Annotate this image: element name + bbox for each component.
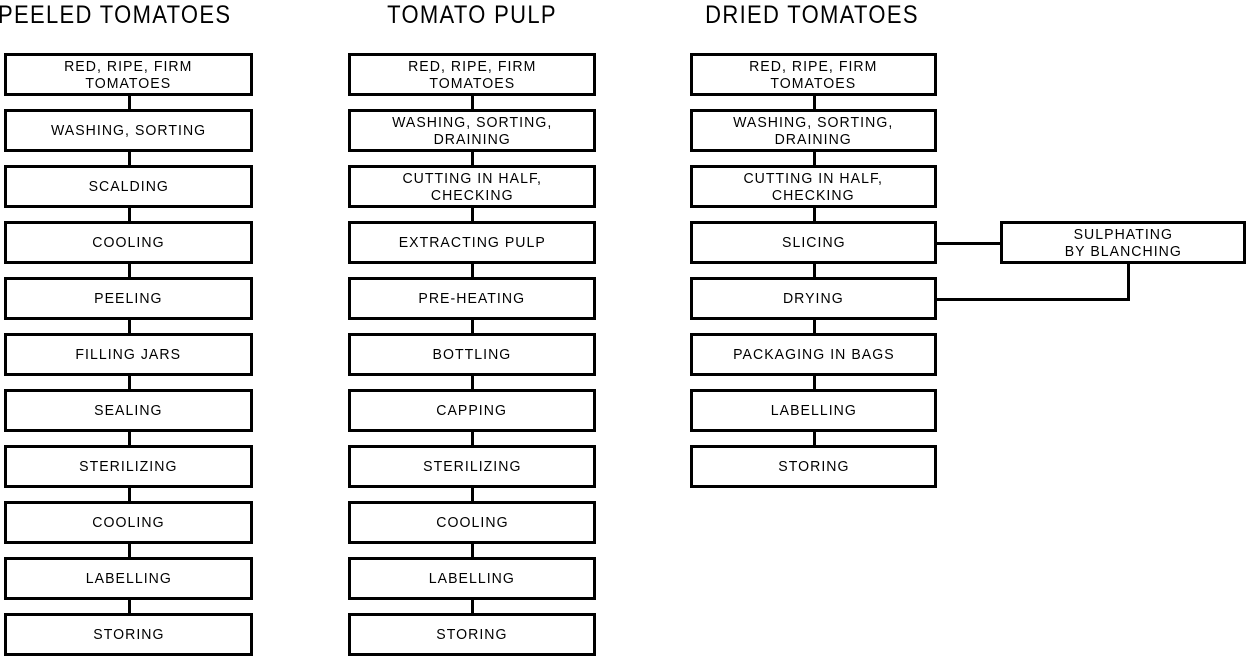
node-label: SLICING bbox=[781, 234, 846, 251]
node-label: CUTTING IN HALF, CHECKING bbox=[743, 169, 884, 204]
connector-vertical-peeled-tomatoes-6 bbox=[128, 432, 131, 445]
node-label: RED, RIPE, FIRM TOMATOES bbox=[64, 57, 193, 92]
connector-vertical-dried-tomatoes-4 bbox=[813, 320, 816, 333]
node-label: RED, RIPE, FIRM TOMATOES bbox=[407, 57, 537, 92]
process-step-peeled-tomatoes-1[interactable]: WASHING, SORTING bbox=[4, 109, 253, 152]
node-label: LABELLING bbox=[428, 570, 516, 587]
process-step-dried-tomatoes-1[interactable]: WASHING, SORTING, DRAINING bbox=[690, 109, 937, 152]
connector-vertical-peeled-tomatoes-8 bbox=[128, 544, 131, 557]
connector-vertical-peeled-tomatoes-2 bbox=[128, 208, 131, 221]
process-step-tomato-pulp-9[interactable]: LABELLING bbox=[348, 557, 596, 600]
column-title-dried-tomatoes: DRIED TOMATOES bbox=[705, 1, 919, 29]
process-step-dried-tomatoes-6[interactable]: LABELLING bbox=[690, 389, 937, 432]
process-step-dried-tomatoes-0[interactable]: RED, RIPE, FIRM TOMATOES bbox=[690, 53, 937, 96]
node-label: COOLING bbox=[92, 514, 165, 531]
process-step-tomato-pulp-0[interactable]: RED, RIPE, FIRM TOMATOES bbox=[348, 53, 596, 96]
node-label: STERILIZING bbox=[79, 458, 178, 475]
node-label: RED, RIPE, FIRM TOMATOES bbox=[749, 57, 878, 92]
process-step-tomato-pulp-4[interactable]: PRE-HEATING bbox=[348, 277, 596, 320]
node-label: SEALING bbox=[94, 402, 163, 419]
node-label: WASHING, SORTING, DRAINING bbox=[391, 113, 553, 148]
connector-vertical-dried-tomatoes-1 bbox=[813, 152, 816, 165]
process-step-sulphating[interactable]: SULPHATING BY BLANCHING bbox=[1000, 221, 1246, 264]
connector-vertical-peeled-tomatoes-3 bbox=[128, 264, 131, 277]
process-step-tomato-pulp-1[interactable]: WASHING, SORTING, DRAINING bbox=[348, 109, 596, 152]
process-step-dried-tomatoes-2[interactable]: CUTTING IN HALF, CHECKING bbox=[690, 165, 937, 208]
connector-vertical-tomato-pulp-3 bbox=[471, 264, 474, 277]
node-label: DRYING bbox=[783, 290, 844, 307]
connector-vertical-tomato-pulp-4 bbox=[471, 320, 474, 333]
process-step-tomato-pulp-10[interactable]: STORING bbox=[348, 613, 596, 656]
process-step-dried-tomatoes-4[interactable]: DRYING bbox=[690, 277, 937, 320]
column-title-tomato-pulp: TOMATO PULP bbox=[387, 1, 557, 29]
process-step-tomato-pulp-5[interactable]: BOTTLING bbox=[348, 333, 596, 376]
node-label: SCALDING bbox=[88, 178, 169, 195]
process-step-dried-tomatoes-3[interactable]: SLICING bbox=[690, 221, 937, 264]
connector-vertical-peeled-tomatoes-1 bbox=[128, 152, 131, 165]
connector-vertical-tomato-pulp-5 bbox=[471, 376, 474, 389]
connector-vertical-tomato-pulp-9 bbox=[471, 600, 474, 613]
node-label: LABELLING bbox=[85, 570, 172, 587]
process-step-tomato-pulp-7[interactable]: STERILIZING bbox=[348, 445, 596, 488]
connector-vertical-tomato-pulp-7 bbox=[471, 488, 474, 501]
node-label: BOTTLING bbox=[432, 346, 512, 363]
process-step-peeled-tomatoes-0[interactable]: RED, RIPE, FIRM TOMATOES bbox=[4, 53, 253, 96]
connector-vertical-dried-tomatoes-3 bbox=[813, 264, 816, 277]
connector-vertical-tomato-pulp-6 bbox=[471, 432, 474, 445]
node-label: STORING bbox=[436, 626, 508, 643]
process-step-peeled-tomatoes-6[interactable]: SEALING bbox=[4, 389, 253, 432]
node-label: CAPPING bbox=[436, 402, 508, 419]
connector-vertical-dried-tomatoes-6 bbox=[813, 432, 816, 445]
node-label: SULPHATING BY BLANCHING bbox=[1064, 225, 1182, 260]
process-step-dried-tomatoes-7[interactable]: STORING bbox=[690, 445, 937, 488]
node-label: PACKAGING IN BAGS bbox=[732, 346, 895, 363]
connector-vertical-peeled-tomatoes-4 bbox=[128, 320, 131, 333]
node-label: COOLING bbox=[435, 514, 509, 531]
process-step-peeled-tomatoes-5[interactable]: FILLING JARS bbox=[4, 333, 253, 376]
process-step-tomato-pulp-2[interactable]: CUTTING IN HALF, CHECKING bbox=[348, 165, 596, 208]
connector-vertical-dried-tomatoes-5 bbox=[813, 376, 816, 389]
node-label: PEELING bbox=[94, 290, 163, 307]
connector-slicing-to-sulphating bbox=[937, 242, 1000, 245]
connector-vertical-tomato-pulp-0 bbox=[471, 96, 474, 109]
process-step-dried-tomatoes-5[interactable]: PACKAGING IN BAGS bbox=[690, 333, 937, 376]
node-label: FILLING JARS bbox=[75, 346, 182, 363]
connector-vertical-tomato-pulp-8 bbox=[471, 544, 474, 557]
connector-vertical-peeled-tomatoes-0 bbox=[128, 96, 131, 109]
node-label: CUTTING IN HALF, CHECKING bbox=[402, 169, 542, 204]
process-step-peeled-tomatoes-3[interactable]: COOLING bbox=[4, 221, 253, 264]
process-step-peeled-tomatoes-10[interactable]: STORING bbox=[4, 613, 253, 656]
connector-vertical-dried-tomatoes-2 bbox=[813, 208, 816, 221]
node-label: WASHING, SORTING, DRAINING bbox=[733, 113, 894, 148]
connector-vertical-peeled-tomatoes-9 bbox=[128, 600, 131, 613]
process-step-tomato-pulp-3[interactable]: EXTRACTING PULP bbox=[348, 221, 596, 264]
connector-vertical-peeled-tomatoes-5 bbox=[128, 376, 131, 389]
connector-sulphating-drop bbox=[1127, 264, 1130, 301]
connector-vertical-tomato-pulp-2 bbox=[471, 208, 474, 221]
process-step-peeled-tomatoes-2[interactable]: SCALDING bbox=[4, 165, 253, 208]
connector-sulphating-to-drying bbox=[937, 298, 1130, 301]
process-step-peeled-tomatoes-7[interactable]: STERILIZING bbox=[4, 445, 253, 488]
connector-vertical-tomato-pulp-1 bbox=[471, 152, 474, 165]
column-title-peeled-tomatoes: PEELED TOMATOES bbox=[0, 1, 232, 29]
node-label: STORING bbox=[92, 626, 165, 643]
node-label: LABELLING bbox=[770, 402, 857, 419]
process-step-tomato-pulp-8[interactable]: COOLING bbox=[348, 501, 596, 544]
node-label: COOLING bbox=[92, 234, 165, 251]
process-step-tomato-pulp-6[interactable]: CAPPING bbox=[348, 389, 596, 432]
node-label: STORING bbox=[777, 458, 850, 475]
connector-vertical-dried-tomatoes-0 bbox=[813, 96, 816, 109]
process-step-peeled-tomatoes-4[interactable]: PEELING bbox=[4, 277, 253, 320]
node-label: EXTRACTING PULP bbox=[398, 234, 546, 251]
connector-vertical-peeled-tomatoes-7 bbox=[128, 488, 131, 501]
node-label: STERILIZING bbox=[422, 458, 522, 475]
node-label: WASHING, SORTING bbox=[50, 122, 207, 139]
process-step-peeled-tomatoes-8[interactable]: COOLING bbox=[4, 501, 253, 544]
node-label: PRE-HEATING bbox=[418, 290, 526, 307]
process-step-peeled-tomatoes-9[interactable]: LABELLING bbox=[4, 557, 253, 600]
